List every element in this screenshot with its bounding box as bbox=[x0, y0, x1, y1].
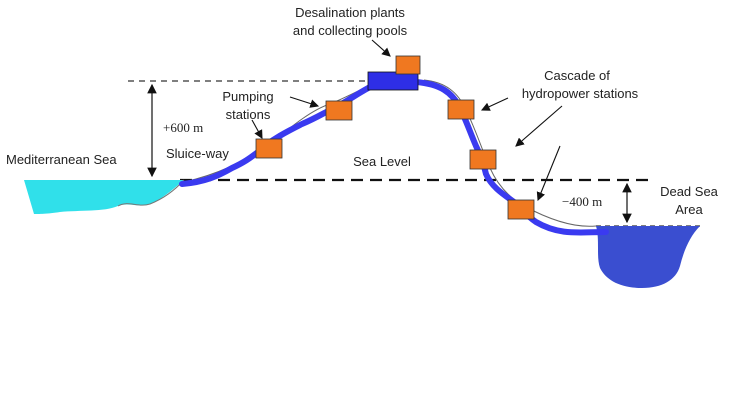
cascade-arrow-1 bbox=[481, 97, 509, 111]
hydropower-station-1 bbox=[447, 99, 475, 120]
hydropower-station-3 bbox=[507, 199, 535, 220]
hydropower-station-2 bbox=[469, 149, 497, 170]
cascade-arrow-2 bbox=[515, 105, 563, 147]
cascade-arrow-3 bbox=[536, 145, 561, 202]
pumping-station-1 bbox=[255, 138, 283, 159]
pumping-label-line2: stations bbox=[226, 107, 271, 122]
mediterranean-shore bbox=[117, 179, 185, 207]
mediterranean-sea-water bbox=[24, 180, 184, 214]
sluice-way-label: Sluice-way bbox=[166, 146, 229, 161]
cascade-label-line1: Cascade of bbox=[544, 68, 610, 83]
collecting-pool-block bbox=[367, 71, 419, 91]
desalination-plant bbox=[395, 55, 421, 75]
cascade-label-line2: hydropower stations bbox=[522, 86, 639, 101]
desalination-arrow bbox=[371, 39, 391, 57]
pumping-arrow-2 bbox=[289, 96, 320, 108]
pumping-label-line1: Pumping bbox=[222, 89, 273, 104]
desalination-label-line2: and collecting pools bbox=[293, 23, 408, 38]
dead-sea-label-line2: Area bbox=[675, 202, 703, 217]
pumping-arrow-1 bbox=[251, 119, 263, 139]
pumping-station-2 bbox=[325, 100, 353, 121]
sea-level-label: Sea Level bbox=[353, 154, 411, 169]
desalination-label-line1: Desalination plants bbox=[295, 5, 405, 20]
dead-sea-water bbox=[596, 226, 700, 288]
depth-label: −400 m bbox=[562, 194, 602, 209]
height-label: +600 m bbox=[163, 120, 203, 135]
mediterranean-sea-label: Mediterranean Sea bbox=[6, 152, 117, 167]
dead-sea-label-line1: Dead Sea bbox=[660, 184, 719, 199]
